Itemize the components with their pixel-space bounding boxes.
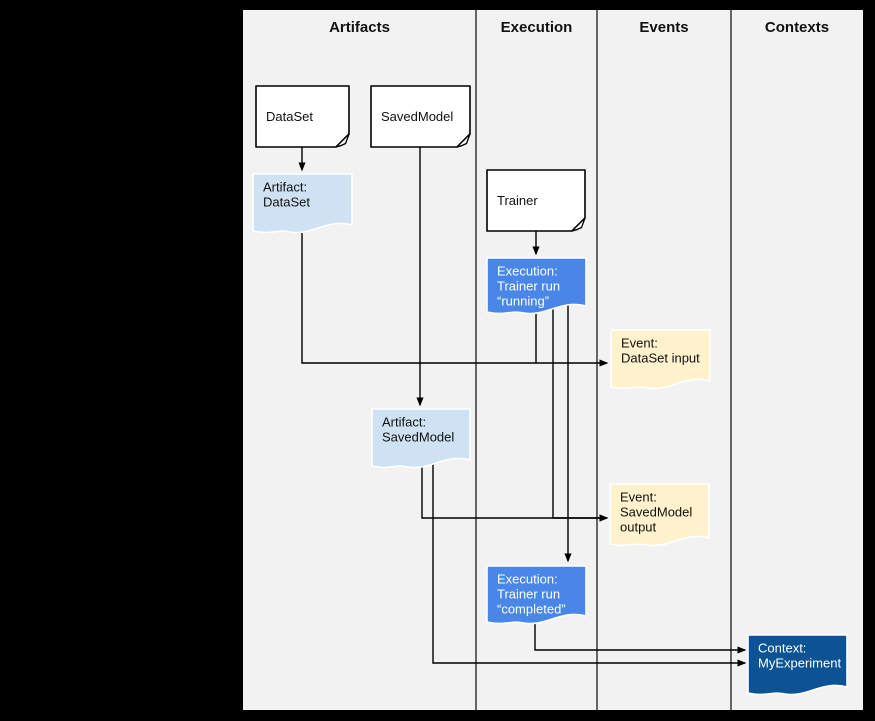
connector-lines: [298, 147, 747, 667]
column-dividers: [475, 10, 732, 710]
savedmodel-box-fold-corner: [456, 133, 471, 148]
connector-artifact-savedmodel-to-event-output: [421, 455, 609, 522]
event-savedmodel-output-note-shape: [609, 483, 710, 547]
artifact-savedmodel-note-label: Artifact:SavedModel: [382, 415, 454, 445]
savedmodel-box-label: SavedModel: [381, 109, 453, 124]
artifact-savedmodel-note-shape: [371, 408, 471, 469]
dataset-box-fold-corner: [335, 133, 350, 148]
execution-running-note-label: Execution:Trainer run“running”: [497, 264, 560, 309]
artifact-dataset-note-shape: [252, 173, 353, 234]
context-myexperiment-note-label: Context:MyExperiment: [758, 641, 841, 671]
node-dataset-box: DataSet: [255, 85, 350, 148]
artifact-dataset-note-label: Artifact:DataSet: [263, 180, 310, 210]
node-trainer-box: Trainer: [486, 169, 586, 232]
trainer-box-label: Trainer: [497, 193, 538, 208]
context-myexperiment-note-shape: [747, 634, 848, 696]
column-header-execution: Execution: [501, 19, 573, 36]
execution-running-note-shape: [486, 257, 587, 315]
node-savedmodel-box: SavedModel: [370, 85, 471, 148]
node-artifact-dataset-note: Artifact:DataSet: [252, 173, 353, 234]
node-execution-completed-note: Execution:Trainer run“completed”: [486, 565, 587, 625]
column-header-events: Events: [639, 19, 688, 36]
node-artifact-savedmodel-note: Artifact:SavedModel: [371, 408, 471, 469]
event-dataset-input-note-shape: [610, 329, 711, 390]
connector-artifact-dataset-to-event-input: [301, 226, 609, 367]
node-execution-running-note: Execution:Trainer run“running”: [486, 257, 587, 315]
column-header-contexts: Contexts: [765, 19, 829, 36]
column-header-artifacts: Artifacts: [329, 19, 390, 36]
event-dataset-input-note-label: Event:DataSet input: [621, 336, 700, 366]
trainer-box-fold-corner: [571, 217, 586, 232]
connector-execution-completed-to-context: [534, 612, 747, 654]
node-context-myexperiment-note: Context:MyExperiment: [747, 634, 848, 696]
dataset-box-label: DataSet: [266, 109, 313, 124]
connector-artifact-savedmodel-to-context: [432, 455, 747, 667]
execution-completed-note-label: Execution:Trainer run“completed”: [497, 572, 566, 617]
node-event-dataset-input-note: Event:DataSet input: [610, 329, 711, 390]
execution-completed-note-shape: [486, 565, 587, 625]
